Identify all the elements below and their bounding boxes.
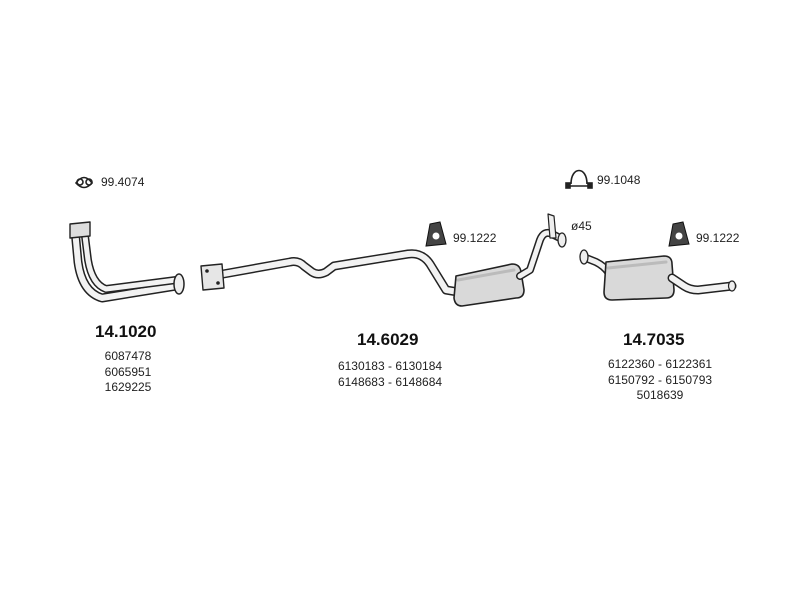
hanger-part-number: 99.1222 xyxy=(453,231,497,245)
front-pipe-oem-list: 6087478 6065951 1629225 xyxy=(78,349,178,396)
rear-silencer-part-number: 14.7035 xyxy=(623,330,685,349)
center-section-oem-list: 6130183 - 6130184 6148683 - 6148684 xyxy=(320,359,460,390)
pipe-diameter-label: ø45 xyxy=(571,219,592,233)
center-pipe-drawing xyxy=(200,213,567,307)
clamp-part-number: 99.1048 xyxy=(597,173,641,187)
gasket-icon xyxy=(74,176,94,189)
oem-number: 6150792 - 6150793 xyxy=(607,372,713,387)
hanger-part-number: 99.1222 xyxy=(696,231,740,245)
oem-number: 6130183 - 6130184 xyxy=(337,359,443,373)
front-pipe-part-number: 14.1020 xyxy=(95,322,157,341)
oem-number: 6148683 - 6148684 xyxy=(337,374,443,389)
rear-silencer-drawing xyxy=(579,249,737,301)
oem-number: 1629225 xyxy=(104,380,152,394)
rubber-hanger-icon xyxy=(425,221,447,247)
oem-number: 5018639 xyxy=(636,388,684,402)
oem-number: 6087478 xyxy=(104,349,152,363)
center-section-part-number: 14.6029 xyxy=(357,330,419,349)
rubber-hanger-icon xyxy=(668,221,690,247)
clamp-icon xyxy=(565,169,593,189)
front-pipe-drawing xyxy=(69,221,185,303)
gasket-part-number: 99.4074 xyxy=(101,175,145,189)
rear-silencer-oem-list: 6122360 - 6122361 6150792 - 6150793 5018… xyxy=(590,357,730,404)
oem-number: 6065951 xyxy=(104,364,152,379)
oem-number: 6122360 - 6122361 xyxy=(607,357,713,371)
